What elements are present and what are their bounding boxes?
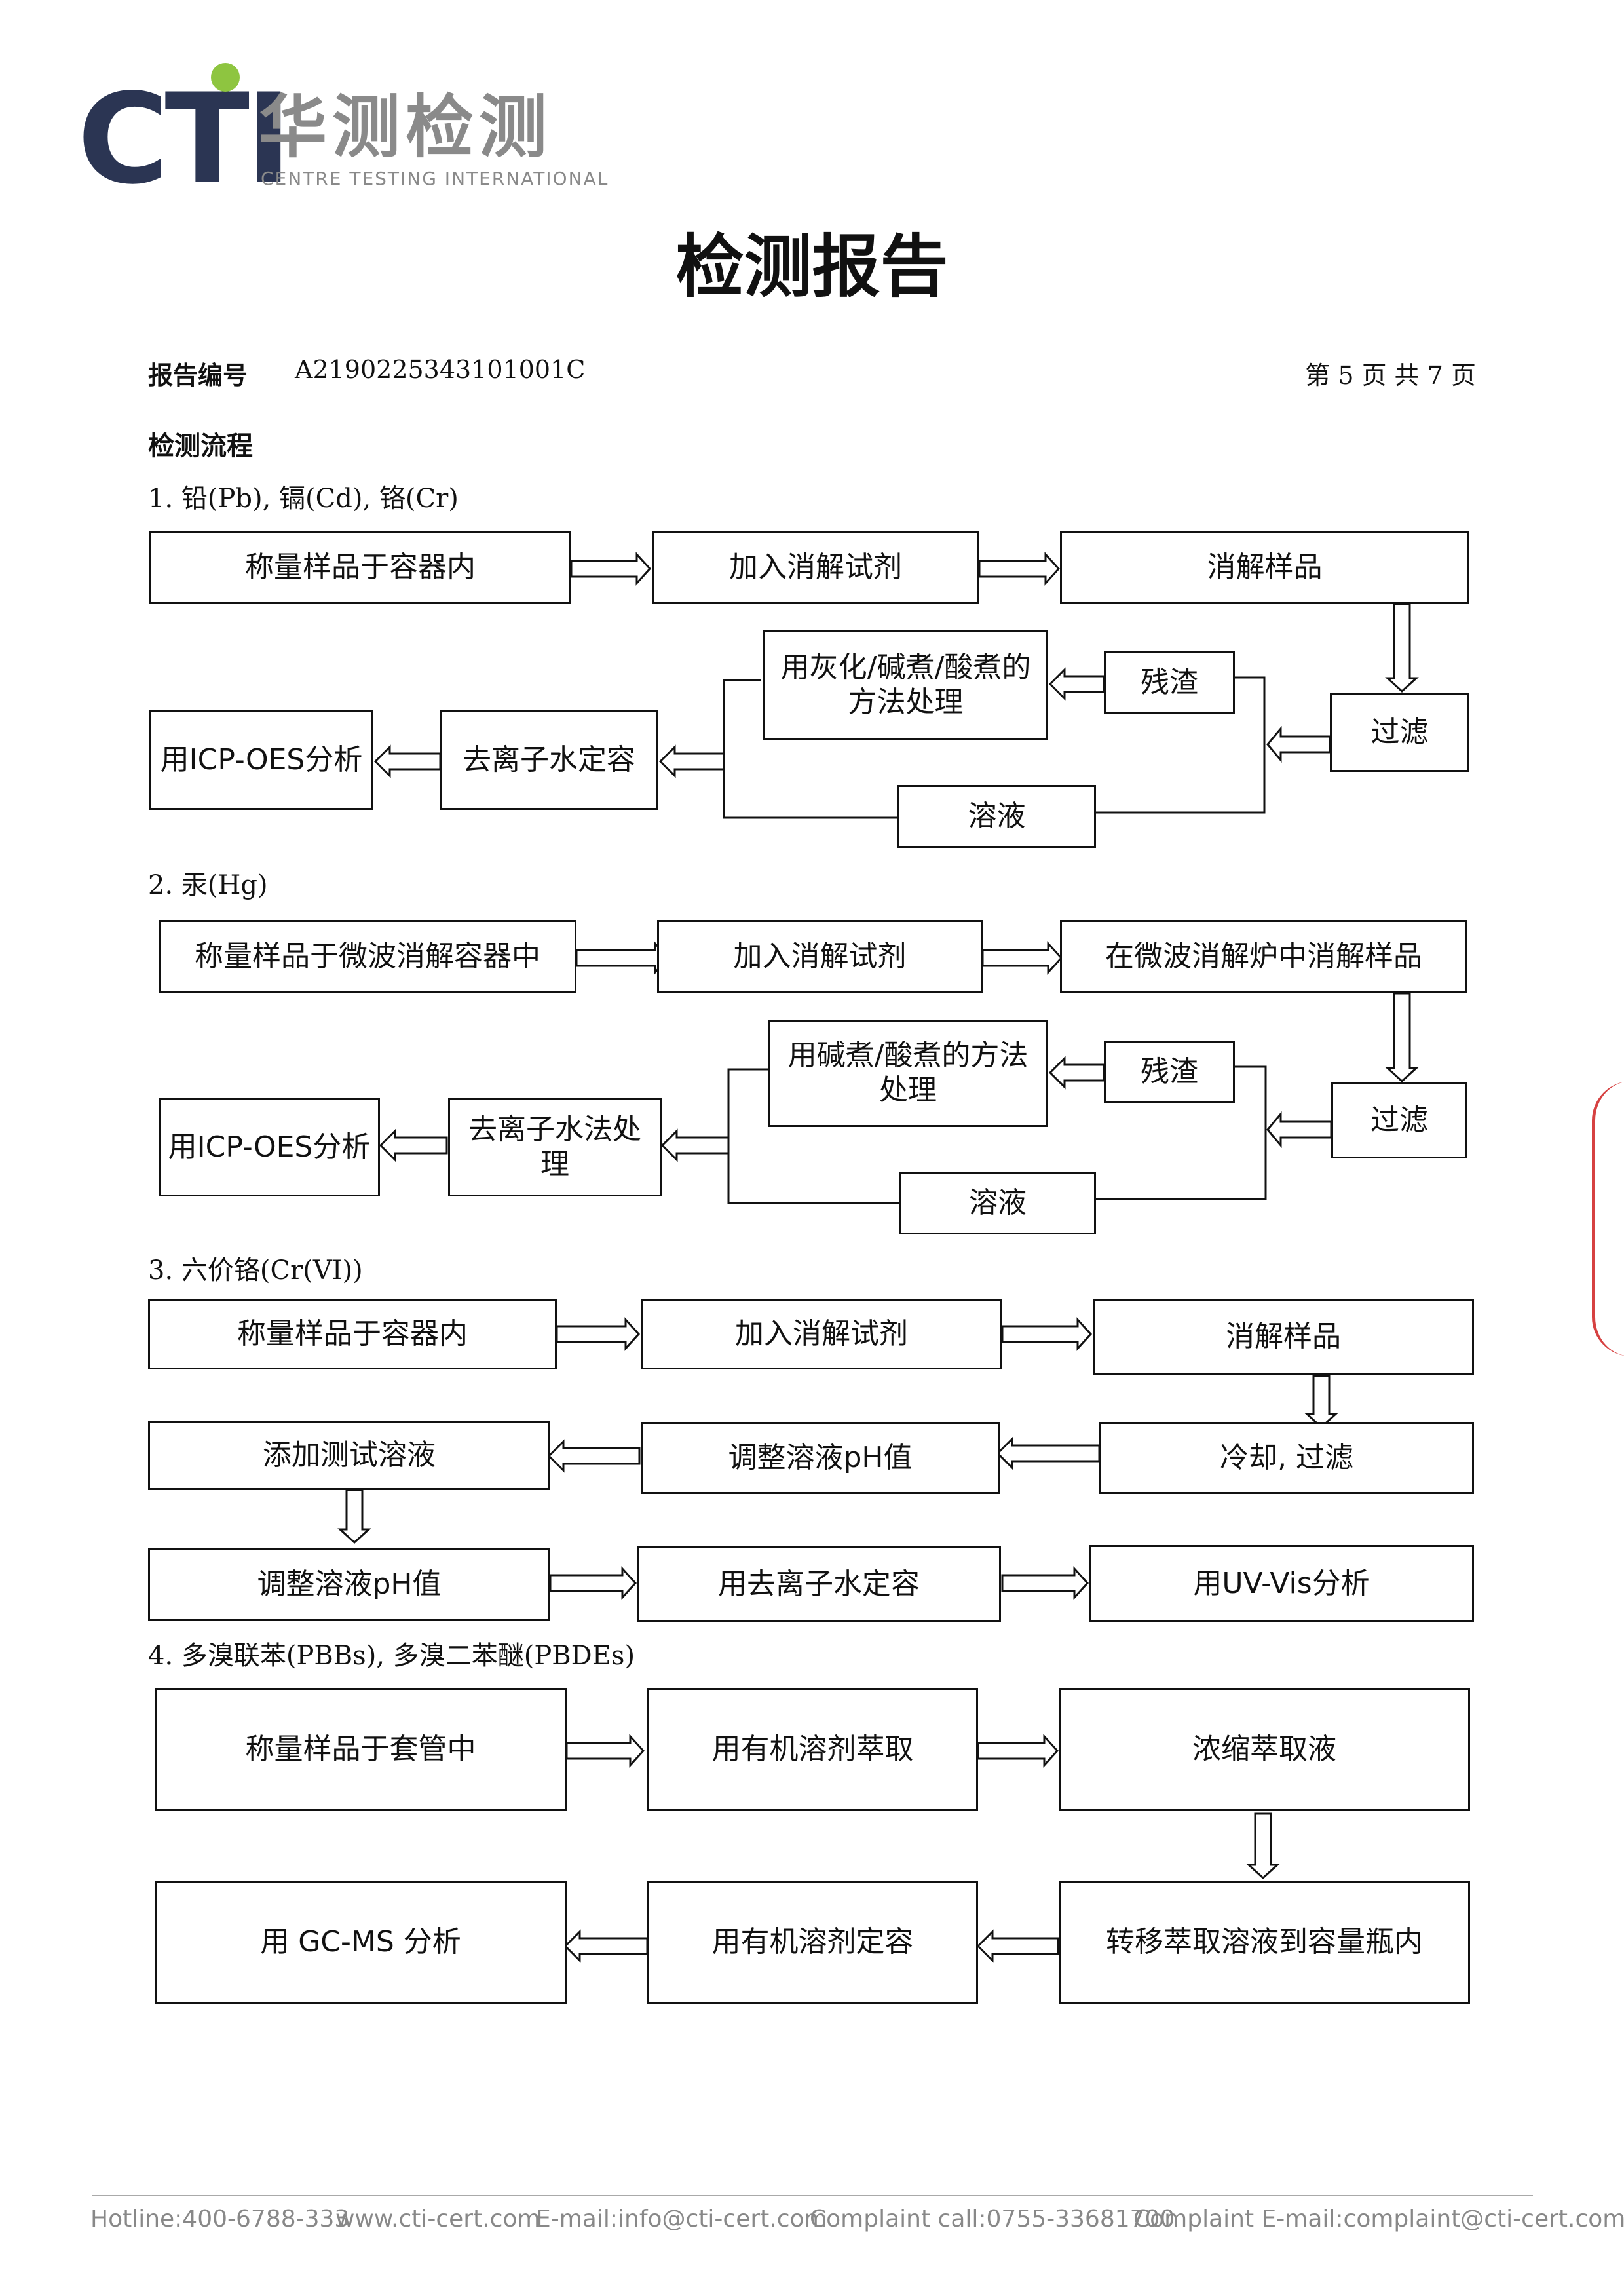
footer-complaint-email[interactable]: Complaint E-mail:complaint@cti-cert.com <box>1133 2206 1624 2232</box>
flow-2-step-microwave-digest: 在微波消解炉中消解样品 <box>1060 920 1467 993</box>
flow-2-heading: 2. 汞(Hg) <box>148 870 268 900</box>
flow-3-step-cool-filter: 冷却, 过滤 <box>1099 1422 1474 1494</box>
flow-1-step-filter: 过滤 <box>1330 693 1469 772</box>
flow-2-step-add-reagent: 加入消解试剂 <box>657 920 983 993</box>
logo-english: CENTRE TESTING INTERNATIONAL <box>261 168 609 189</box>
flow-1-step-icp-analysis: 用ICP-OES分析 <box>149 710 373 810</box>
flow-4-heading: 4. 多溴联苯(PBBs), 多溴二苯醚(PBDEs) <box>148 1641 635 1671</box>
flow-3-step-add-reagent: 加入消解试剂 <box>641 1299 1002 1369</box>
flow-1-step-residue: 残渣 <box>1104 651 1235 714</box>
logo-chinese: 华测检测 <box>259 87 553 167</box>
flow-1-step-add-reagent: 加入消解试剂 <box>652 531 979 604</box>
flow-3-step-volume: 用去离子水定容 <box>637 1546 1001 1622</box>
flow-3-step-uv-analysis: 用UV-Vis分析 <box>1089 1545 1474 1622</box>
flow-4-step-transfer: 转移萃取溶液到容量瓶内 <box>1059 1881 1470 2004</box>
flow-1-step-ashing: 用灰化/碱煮/酸煮的方法处理 <box>763 630 1048 740</box>
flow-4-step-concentrate: 浓缩萃取液 <box>1059 1688 1470 1811</box>
page-info: 第 5 页 共 7 页 <box>1305 361 1476 390</box>
flow-1-step-weigh: 称量样品于容器内 <box>149 531 571 604</box>
flow-3-step-weigh: 称量样品于容器内 <box>148 1299 557 1369</box>
flow-2-step-filter: 过滤 <box>1331 1082 1467 1158</box>
flow-2-step-weigh: 称量样品于微波消解容器中 <box>159 920 576 993</box>
flow-1-step-solution: 溶液 <box>897 785 1096 848</box>
flow-4-step-weigh: 称量样品于套管中 <box>155 1688 567 1811</box>
flow-2-step-residue: 残渣 <box>1104 1041 1235 1103</box>
report-number: A2190225343101001C <box>295 355 586 384</box>
document-title: 检测报告 <box>675 226 949 307</box>
flow-3-step-add-test-solution: 添加测试溶液 <box>148 1421 550 1490</box>
flow-3-step-adjust-ph-2: 调整溶液pH值 <box>148 1548 550 1621</box>
report-number-label: 报告编号 <box>148 360 248 390</box>
flow-1-heading: 1. 铅(Pb), 镉(Cd), 铬(Cr) <box>148 484 459 514</box>
flow-4-step-gcms-analysis: 用 GC-MS 分析 <box>155 1881 567 2004</box>
footer-website[interactable]: www.cti-cert.com <box>335 2206 540 2232</box>
flow-4-step-volume: 用有机溶剂定容 <box>647 1881 978 2004</box>
logo-dot <box>211 63 240 92</box>
flow-2-step-icp-analysis: 用ICP-OES分析 <box>159 1098 380 1196</box>
flow-1-step-volume: 去离子水定容 <box>440 710 658 810</box>
flow-3-step-digest: 消解样品 <box>1093 1299 1474 1375</box>
footer-hotline: Hotline:400-6788-333 <box>90 2206 350 2232</box>
flow-2-step-solution: 溶液 <box>899 1172 1096 1234</box>
flow-3-step-adjust-ph-1: 调整溶液pH值 <box>641 1422 1000 1494</box>
flow-3-heading: 3. 六价铬(Cr(VI)) <box>148 1255 363 1286</box>
footer-complaint-call: Complaint call:0755-33681700 <box>810 2206 1175 2232</box>
footer-divider <box>92 2195 1533 2196</box>
seal-stamp <box>1592 1081 1624 1356</box>
flow-2-step-water-treatment: 去离子水法处理 <box>448 1098 662 1196</box>
logo-cti: CTI <box>77 67 292 212</box>
section-title: 检测流程 <box>148 430 253 461</box>
flow-4-step-extract: 用有机溶剂萃取 <box>647 1688 978 1811</box>
flow-2-step-alkali-acid: 用碱煮/酸煮的方法处理 <box>768 1020 1048 1127</box>
flow-1-step-digest: 消解样品 <box>1060 531 1469 604</box>
footer-email[interactable]: E-mail:info@cti-cert.com <box>536 2206 827 2232</box>
